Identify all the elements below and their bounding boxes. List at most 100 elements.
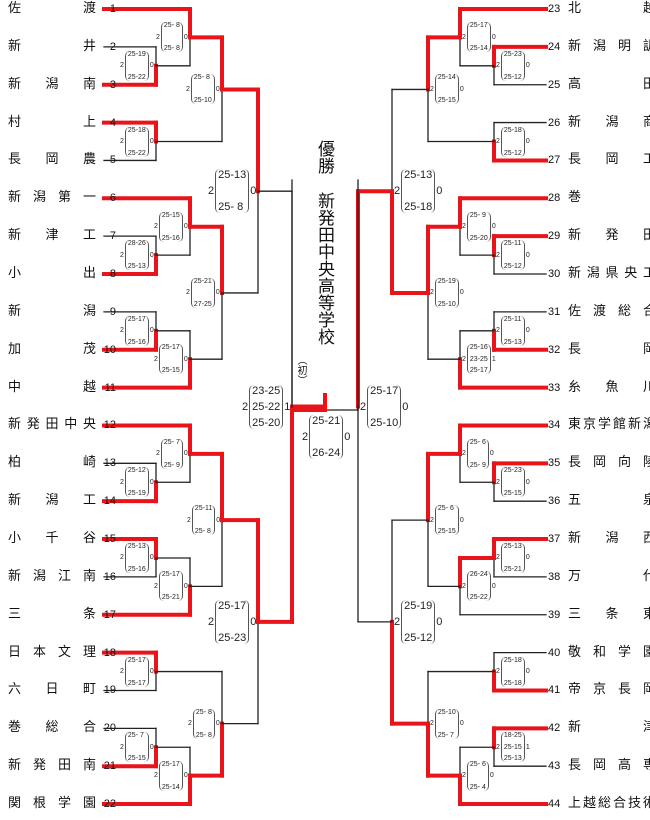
set-score: 25-15 xyxy=(437,97,456,105)
sets-won: 2 xyxy=(120,554,124,562)
set-score: 25-22 xyxy=(127,73,146,81)
sets-won: 2 xyxy=(120,743,124,751)
team-number: 20 xyxy=(103,722,116,735)
team-name: 新潟 xyxy=(8,303,96,319)
set-score: 25- 7 xyxy=(437,731,454,739)
set-score: 25-14 xyxy=(161,783,180,791)
team-number: 9 xyxy=(109,305,116,318)
sets-won: 2 xyxy=(462,450,466,458)
team-name: 長岡向陵 xyxy=(568,455,650,471)
team-name: 五泉 xyxy=(568,493,650,509)
set-score: 25- 6 xyxy=(469,438,486,446)
team-name: 新発田南 xyxy=(8,758,96,774)
set-score: 25-13 xyxy=(404,169,433,182)
team-number: 4 xyxy=(109,116,116,129)
team-number: 17 xyxy=(103,608,116,621)
sets-won: 2 xyxy=(462,33,466,41)
sets-lost: 0 xyxy=(491,33,496,41)
team-number: 19 xyxy=(103,684,116,697)
set-scores: 25-19 25-12 xyxy=(401,599,436,644)
team-entry: 新発田中央 12 xyxy=(8,416,116,434)
sets-won: 2 xyxy=(496,138,500,145)
set-score: 25-19 xyxy=(404,599,433,612)
set-score: 25-10 xyxy=(437,300,456,308)
team-name: 上越総合技術 xyxy=(568,796,650,812)
sets-won: 2 xyxy=(208,185,215,198)
set-score: 25-21 xyxy=(161,594,180,602)
sets-lost: 0 xyxy=(525,554,530,562)
sets-lost: 0 xyxy=(489,450,494,458)
sets-lost: 0 xyxy=(525,668,530,676)
team-name: 三条 xyxy=(8,606,96,622)
set-score: 25-22 xyxy=(469,594,488,602)
set-score: 27-25 xyxy=(193,300,212,308)
set-score: 25-20 xyxy=(469,234,488,242)
set-score: 25-15 xyxy=(127,755,146,763)
team-name: 新井 xyxy=(8,38,96,54)
team-name: 新潟明訓 xyxy=(568,38,650,54)
set-score: 25-12 xyxy=(503,149,522,157)
set-score: 25-17 xyxy=(218,599,247,612)
sets-lost: 1 xyxy=(491,355,496,363)
set-score: 25-18 xyxy=(503,126,522,134)
sets-won: 2 xyxy=(186,289,190,297)
sets-lost: 0 xyxy=(525,138,530,145)
team-number: 40 xyxy=(548,646,561,659)
team-name: 帝京長岡 xyxy=(568,682,650,698)
set-score: 25-19 xyxy=(127,50,146,58)
team-name: 新潟県央工 xyxy=(568,266,650,282)
set-score: 25- 4 xyxy=(469,783,486,791)
set-score: 25- 8 xyxy=(194,528,211,536)
sets-won: 2 xyxy=(242,400,249,413)
set-scores: 25-19 25-22 xyxy=(124,50,149,81)
set-score: 25-21 xyxy=(312,415,341,427)
sets-lost: 0 xyxy=(149,138,154,145)
sets-won: 2 xyxy=(120,251,124,259)
set-score: 25-16 xyxy=(161,234,180,242)
team-name: 新発田中央 xyxy=(8,417,96,433)
set-score: 25-16 xyxy=(127,338,146,346)
team-number: 33 xyxy=(548,381,561,394)
team-name: 新潟商 xyxy=(568,114,650,130)
set-score: 25- 8 xyxy=(163,22,180,30)
set-score: 25-23 xyxy=(218,631,247,644)
set-score: 25-18 xyxy=(503,679,522,687)
set-score: 26-24 xyxy=(469,571,488,579)
set-score: 25-12 xyxy=(404,631,433,644)
sets-won: 2 xyxy=(186,85,190,93)
team-name: 中越 xyxy=(8,379,96,395)
team-number: 12 xyxy=(103,419,116,432)
sets-won: 2 xyxy=(430,85,434,93)
